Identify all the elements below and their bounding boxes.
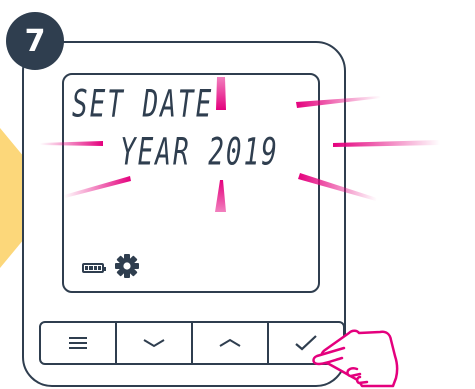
up-button[interactable] (193, 323, 269, 363)
menu-button[interactable] (41, 323, 117, 363)
button-bar (39, 321, 345, 365)
display-line-2: YEAR 2019 (120, 131, 279, 175)
hamburger-icon (69, 336, 87, 350)
chevron-up-icon (219, 338, 241, 348)
display-line-1: SET DATE (72, 83, 213, 127)
battery-icon (82, 263, 104, 273)
chevron-down-icon (143, 338, 165, 348)
hand-pointer-icon (302, 312, 417, 389)
lcd-screen: SET DATE YEAR 2019 (62, 73, 320, 293)
gear-icon (114, 253, 140, 279)
step-number: 7 (25, 24, 46, 59)
step-badge: 7 (6, 12, 64, 70)
down-button[interactable] (117, 323, 193, 363)
